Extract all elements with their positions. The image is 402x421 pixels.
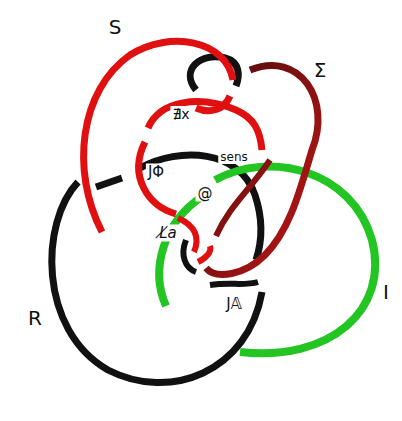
ring-name: R <box>26 307 44 329</box>
knot-term: @ <box>196 185 215 202</box>
knot-term: ∄x <box>170 106 191 122</box>
ring-name: I <box>381 281 391 303</box>
ring-s <box>84 41 233 232</box>
knot-term: sens <box>218 150 250 164</box>
ring-r-inner <box>210 282 258 285</box>
ring-s-tail <box>178 218 197 252</box>
ring-r-dash <box>96 178 122 187</box>
ring-sigma <box>206 65 318 274</box>
ring-s-inner <box>148 102 262 150</box>
knot-term: J𝔸 <box>224 296 244 313</box>
ring-sigma-inner <box>216 160 270 236</box>
ring-name: S <box>107 16 124 38</box>
ring-name: Σ <box>312 59 329 81</box>
knot-term: L̸a <box>157 225 179 242</box>
knot-term: JΦ <box>146 164 166 181</box>
ring-s-tail <box>198 246 210 262</box>
ring-s-loop <box>139 142 176 214</box>
